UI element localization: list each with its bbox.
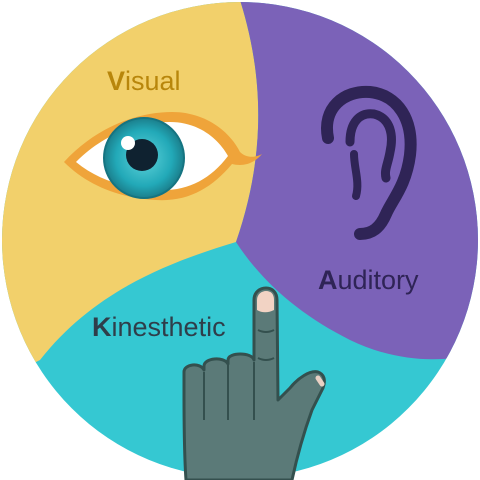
visual-label-rest: isual bbox=[125, 66, 181, 96]
auditory-label-rest: uditory bbox=[337, 265, 419, 295]
visual-label-initial: V bbox=[107, 66, 126, 96]
pointing-hand-icon bbox=[182, 286, 326, 480]
visual-label: Visual bbox=[107, 68, 181, 95]
ear-icon bbox=[321, 85, 417, 240]
kinesthetic-label-rest: inesthetic bbox=[111, 312, 226, 342]
auditory-label: Auditory bbox=[318, 267, 419, 294]
kinesthetic-label: Kinesthetic bbox=[92, 314, 226, 341]
eye-icon bbox=[64, 112, 262, 201]
auditory-label-initial: A bbox=[318, 265, 338, 295]
kinesthetic-label-initial: K bbox=[92, 312, 112, 342]
